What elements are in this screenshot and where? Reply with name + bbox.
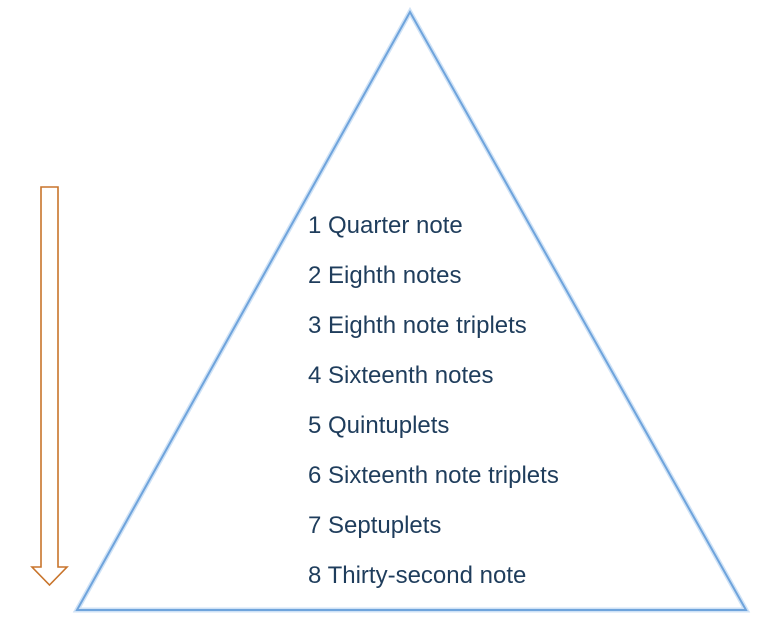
list-item: 6 Sixteenth note triplets [308, 462, 559, 489]
list-item: 8 Thirty-second note [308, 562, 527, 589]
list-item: 1 Quarter note [308, 212, 463, 239]
list-item: 3 Eighth note triplets [308, 312, 527, 339]
list-item: 7 Septuplets [308, 512, 442, 539]
list-item: 4 Sixteenth notes [308, 362, 494, 389]
down-arrow-icon [30, 186, 69, 587]
pyramid-triangle [75, 9, 748, 611]
list-item: 2 Eighth notes [308, 262, 462, 289]
list-item: 5 Quintuplets [308, 412, 450, 439]
note-value-list: 1 Quarter note 2 Eighth notes 3 Eighth n… [308, 205, 559, 605]
